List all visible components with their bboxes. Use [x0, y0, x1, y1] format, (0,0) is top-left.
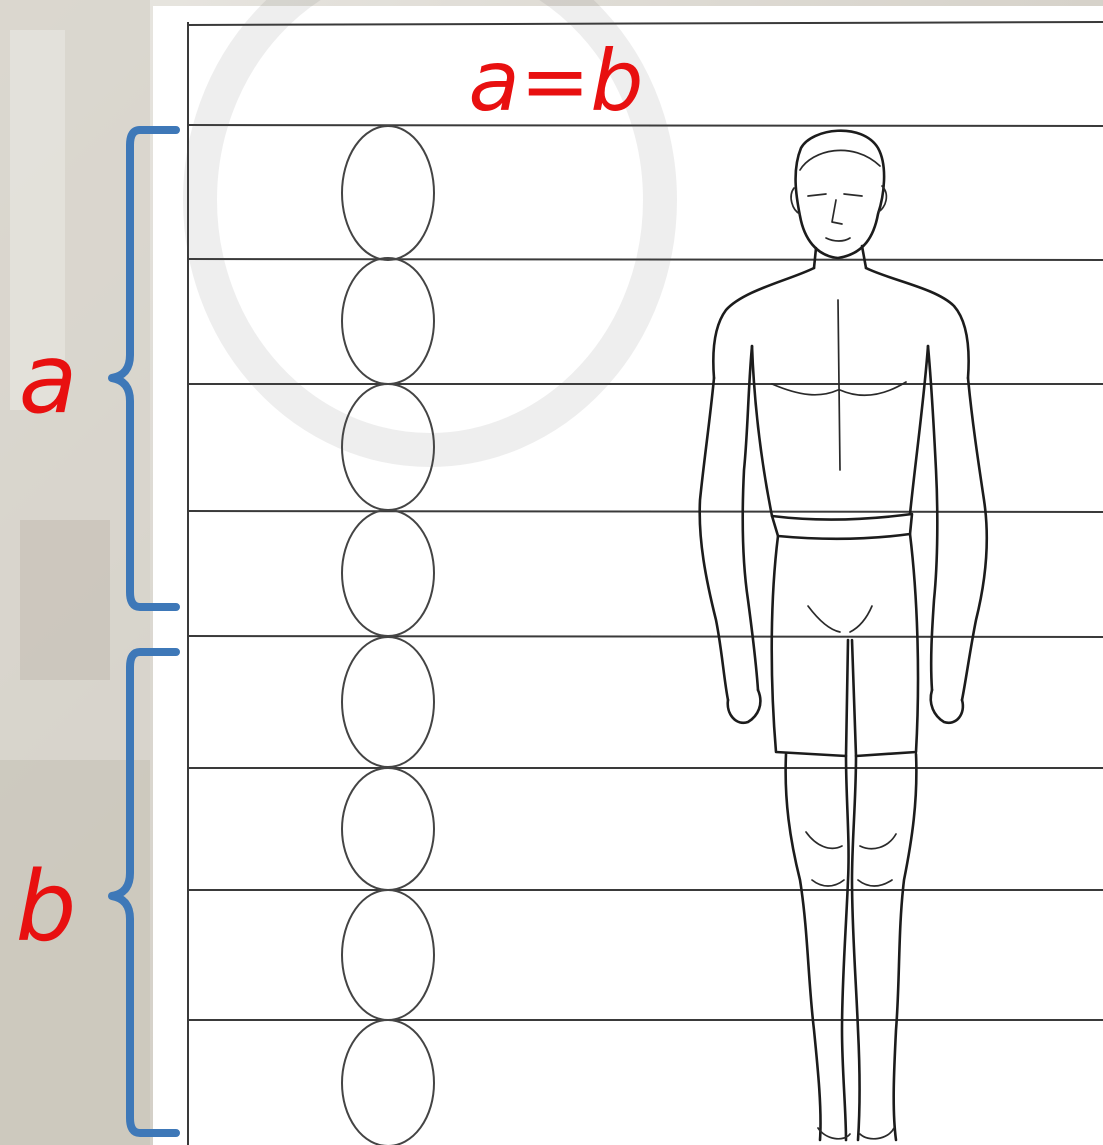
grid-line: [188, 511, 1103, 512]
equation-label: a=b: [468, 32, 643, 130]
grid-line: [188, 636, 1103, 637]
drawing-sheet: [153, 6, 1103, 1145]
upper-section-label: a: [19, 323, 78, 435]
lower-section-label: b: [16, 851, 77, 963]
